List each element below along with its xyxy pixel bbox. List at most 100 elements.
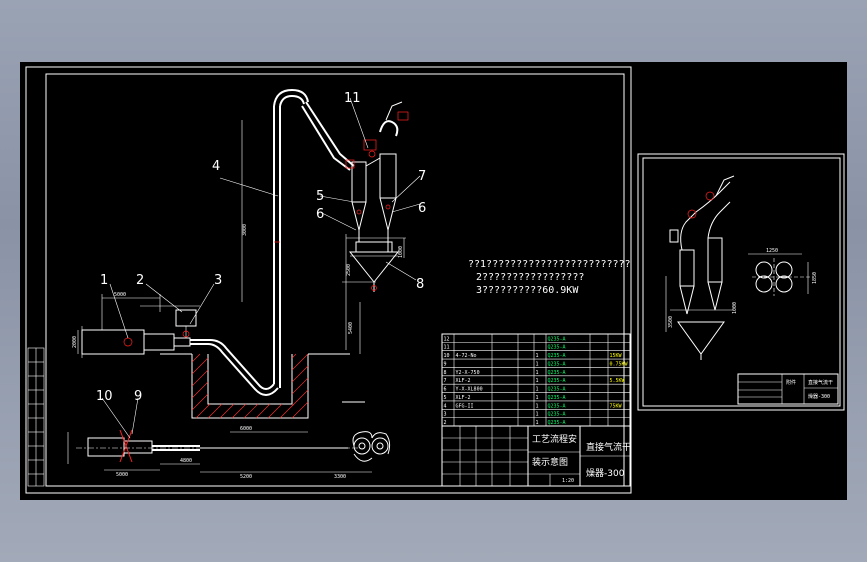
main-sheet-inner-frame: [45, 73, 625, 487]
bom-cell: Q235-A: [548, 361, 566, 367]
title-line-2: 装示意图: [532, 456, 568, 468]
dimension-lines: [104, 120, 372, 473]
left-margin-strip: [27, 347, 45, 487]
svg-text:附件: 附件: [786, 379, 796, 386]
cad-drawing-canvas[interactable]: 1 2 3 4 5 6 7 6 8 9 10 11 5000 2000 3000…: [20, 62, 847, 500]
part-label-8: 8: [416, 277, 424, 292]
bom-cell: 75KW: [610, 403, 623, 409]
bom-cell: Y2-X-750: [456, 370, 480, 376]
bom-cell: Q235-A: [548, 370, 566, 376]
svg-text:5000: 5000: [114, 292, 126, 298]
drawing-svg: 1 2 3 4 5 6 7 6 8 9 10 11 5000 2000 3000…: [25, 66, 845, 494]
svg-text:1000: 1000: [398, 246, 404, 258]
svg-text:5200: 5200: [240, 474, 252, 480]
bom-cell: 9: [444, 361, 447, 367]
drying-riser-tube: [273, 88, 355, 388]
svg-text:2?????????????????: 2?????????????????: [476, 272, 584, 283]
bom-cell: 5: [444, 395, 447, 401]
collecting-hopper: [342, 234, 406, 350]
bom-cell: 5.5KW: [610, 378, 626, 384]
svg-text:3300: 3300: [334, 474, 346, 480]
bom-cell: Q235-A: [548, 387, 566, 393]
title-model: 燥器-300: [586, 468, 625, 479]
svg-text:5000: 5000: [116, 472, 128, 478]
side-sheet-outer-frame: [637, 153, 845, 411]
bom-cell: 7: [444, 378, 447, 384]
part-label-6b: 6: [418, 201, 426, 216]
bom-cell: GFG-II: [456, 403, 474, 409]
part-labels: 1 2 3 4 5 6 7 6 8 9 10 11: [96, 91, 426, 404]
bom-cell: 10: [444, 353, 450, 359]
bom-cell: 1: [536, 370, 539, 376]
side-title-block: 附件 直接气流干 燥器-300: [737, 373, 839, 405]
plan-view-fan: [67, 429, 360, 464]
bom-cell: Q235-A: [548, 403, 566, 409]
bom-cell: 1: [536, 387, 539, 393]
svg-text:??1????????????????????????: ??1????????????????????????: [468, 259, 631, 270]
svg-text:燥器-300: 燥器-300: [808, 393, 830, 400]
part-label-11: 11: [344, 91, 361, 106]
bom-cell: 1: [536, 361, 539, 367]
plan-view-cyclones: [352, 431, 391, 462]
bom-cell: Q235-A: [548, 336, 566, 342]
bom-cell: 12: [444, 336, 450, 342]
dimension-texts: 5000 2000 3000 6000 5200 3300 5000 4800 …: [72, 224, 404, 480]
svg-text:3000: 3000: [242, 224, 248, 236]
bom-cell: 3: [444, 412, 447, 418]
foundation-pit: [160, 353, 365, 419]
bom-cell: Q235-A: [548, 345, 566, 351]
leader-lines: [101, 97, 421, 439]
part-label-3: 3: [214, 273, 222, 288]
title-product: 直接气流干: [586, 441, 631, 453]
main-sheet-outer-frame: [25, 66, 632, 494]
bom-cell: 1: [536, 353, 539, 359]
part-label-6a: 6: [316, 207, 324, 222]
svg-text:2500: 2500: [346, 264, 352, 276]
svg-text:1850: 1850: [812, 272, 818, 284]
svg-text:3500: 3500: [668, 316, 674, 328]
bom-cell: 8: [444, 370, 447, 376]
cyclone-separator-1: [351, 161, 367, 242]
bom-cell: 1: [536, 395, 539, 401]
bom-cell: Q235-A: [548, 378, 566, 384]
bom-cell: 15KW: [610, 353, 623, 359]
bom-cell: 11: [444, 345, 450, 351]
bom-cell: Q235-A: [548, 420, 566, 426]
svg-text:5400: 5400: [348, 322, 354, 334]
bom-cell: 1: [536, 412, 539, 418]
bom-cell: 1: [536, 403, 539, 409]
svg-text:6000: 6000: [240, 426, 252, 432]
part-label-10: 10: [96, 389, 113, 404]
feed-pipe: [190, 339, 279, 396]
bom-cell: 0.75KW: [610, 361, 629, 367]
air-filter: [140, 305, 200, 338]
part-label-4: 4: [212, 159, 220, 174]
bom-cell: 4: [444, 403, 447, 409]
svg-text:2000: 2000: [72, 336, 78, 348]
bom-cell: 1: [536, 420, 539, 426]
svg-text:直接气流干: 直接气流干: [808, 379, 833, 386]
bom-cell: 6: [444, 387, 447, 393]
bom-cell: XLF-2: [456, 395, 471, 401]
bom-cell: 2: [444, 420, 447, 426]
bom-cell: 1: [536, 378, 539, 384]
bom-cell: Q235-A: [548, 353, 566, 359]
svg-text:4800: 4800: [180, 458, 192, 464]
bom-cell: Y-X-XL800: [456, 387, 483, 393]
bom-cell: XLF-2: [456, 378, 471, 384]
part-label-1: 1: [100, 273, 108, 288]
side-sheet-inner-frame: [642, 157, 841, 407]
svg-text:1250: 1250: [766, 248, 778, 254]
cyclone-separator-2: [345, 101, 409, 252]
part-label-7: 7: [418, 169, 426, 184]
side-plan-view: [748, 253, 810, 296]
bom-cell: 4-72-No: [456, 353, 477, 359]
title-block: 工艺流程安 装示意图 直接气流干 燥器-300 1:20: [441, 425, 631, 487]
technical-notes: ??1???????????????????????? 2???????????…: [468, 259, 631, 296]
hot-air-furnace: [77, 294, 191, 358]
svg-text:3??????????60.9KW: 3??????????60.9KW: [476, 285, 579, 296]
title-scale: 1:20: [562, 478, 574, 484]
bom-cell: Q235-A: [548, 412, 566, 418]
part-label-5: 5: [316, 189, 324, 204]
